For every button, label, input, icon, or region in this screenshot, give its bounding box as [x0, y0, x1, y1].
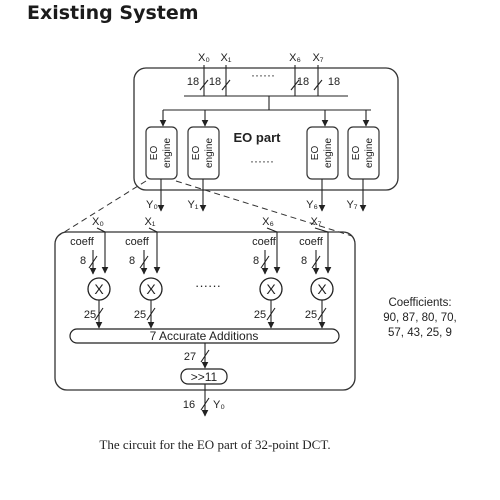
- shift-label: >>11: [191, 370, 218, 384]
- svg-text:engine: engine: [204, 138, 215, 168]
- detail-input-x0: X₀: [92, 216, 104, 228]
- svg-text:engine: engine: [364, 138, 375, 168]
- coefficients-title: Coefficients:: [388, 297, 452, 309]
- multiplier-0: X: [87, 277, 111, 301]
- eo-engine-0: EO engine: [145, 126, 178, 180]
- svg-text:EO: EO: [149, 146, 160, 161]
- svg-text:engine: engine: [162, 138, 173, 168]
- eo-part-block: [133, 67, 399, 191]
- coeff-label-7: coeff: [299, 236, 324, 248]
- top-input-dots: ······: [251, 68, 275, 82]
- coeff-label-6: coeff: [252, 236, 277, 248]
- eo-part-title: EO part: [234, 130, 282, 145]
- svg-text:X: X: [317, 281, 327, 297]
- multiplier-7: X: [310, 277, 334, 301]
- engine-output-wires: [157, 179, 367, 212]
- svg-text:EO: EO: [191, 146, 202, 161]
- top-input-wires: [184, 65, 348, 97]
- product-wires: [94, 300, 327, 329]
- eo-engine-6: EO engine: [306, 126, 339, 180]
- detail-input-x1: X₁: [144, 216, 155, 228]
- coeff-width-0: 8: [80, 255, 86, 267]
- width-label-18-a: 18: [187, 76, 199, 88]
- svg-text:X: X: [146, 281, 156, 297]
- figure-caption: The circuit for the EO part of 32-point …: [99, 437, 331, 452]
- svg-text:EO: EO: [351, 146, 362, 161]
- coeff-label-0: coeff: [70, 236, 95, 248]
- coefficients-line-1: 90, 87, 80, 70,: [383, 312, 457, 324]
- coeff-width-7: 8: [301, 255, 307, 267]
- top-input-x0: X₀: [198, 52, 210, 64]
- product-width-1: 25: [134, 309, 146, 321]
- multiplier-6: X: [259, 277, 283, 301]
- output-width: 16: [183, 399, 195, 411]
- engine-feed-wires: [159, 96, 371, 127]
- zoom-dashed-lines: [57, 180, 353, 237]
- top-input-x6: X₆: [289, 52, 301, 64]
- adder-label: 7 Accurate Additions: [150, 329, 259, 343]
- detail-input-x6: X₆: [262, 216, 274, 228]
- coeff-width-6: 8: [253, 255, 259, 267]
- eo-engine-7: EO engine: [347, 126, 380, 180]
- width-label-18-d: 18: [328, 76, 340, 88]
- product-width-7: 25: [305, 309, 317, 321]
- output-wire: [200, 384, 210, 417]
- svg-text:X: X: [94, 281, 104, 297]
- engine-output-y6: Y₆: [306, 199, 318, 211]
- top-input-x1: X₁: [220, 52, 231, 64]
- eo-engine-1: EO engine: [187, 126, 220, 180]
- engine-output-y1: Y₁: [187, 199, 198, 211]
- engine-dots: ······: [250, 154, 274, 168]
- sum-wire: [200, 343, 210, 369]
- detail-input-wires: [88, 227, 332, 275]
- coeff-width-1: 8: [129, 255, 135, 267]
- coefficients-line-2: 57, 43, 25, 9: [388, 327, 452, 339]
- svg-text:engine: engine: [323, 138, 334, 168]
- engine-output-y7: Y₇: [346, 199, 357, 211]
- product-width-0: 25: [84, 309, 96, 321]
- multiplier-1: X: [139, 277, 163, 301]
- output-label: Y₀: [213, 399, 225, 411]
- product-width-6: 25: [254, 309, 266, 321]
- multiplier-dots: ······: [195, 278, 221, 293]
- coefficients-note: Coefficients: 90, 87, 80, 70, 57, 43, 25…: [372, 296, 468, 341]
- shift-block: [180, 368, 228, 385]
- width-label-18-c: 18: [297, 76, 309, 88]
- svg-text:EO: EO: [310, 146, 321, 161]
- width-label-18-b: 18: [209, 76, 221, 88]
- engine-output-y0: Y₀: [146, 199, 158, 211]
- top-input-x7: X₇: [312, 52, 323, 64]
- svg-text:X: X: [266, 281, 276, 297]
- coeff-label-1: coeff: [125, 236, 150, 248]
- detail-input-x7: X₇: [310, 216, 321, 228]
- sum-width: 27: [184, 351, 196, 363]
- page-title: Existing System: [27, 2, 199, 24]
